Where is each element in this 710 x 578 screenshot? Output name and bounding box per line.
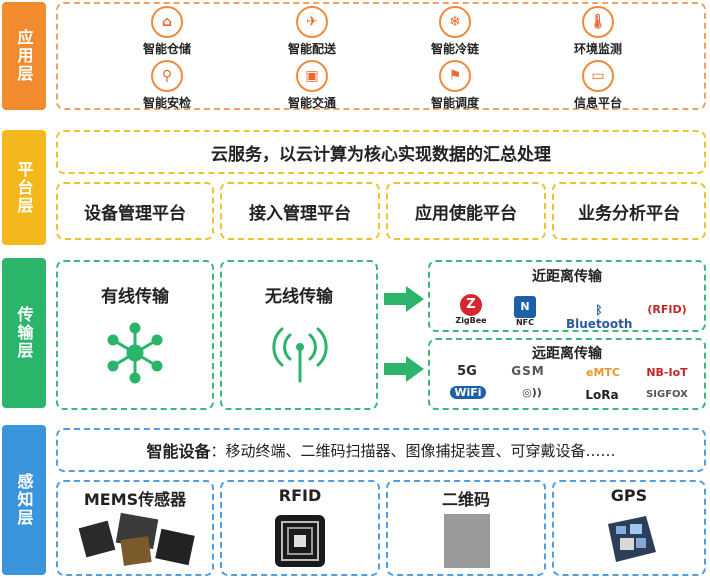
- platform-box-analytics: 业务分析平台: [552, 182, 706, 240]
- wired-box: [56, 260, 214, 410]
- app-label: 智能仓储: [142, 42, 191, 56]
- platform-box-app-enable: 应用使能平台: [386, 182, 546, 240]
- logo-label: ZigBee: [455, 316, 487, 325]
- app-label: 智能安检: [142, 96, 191, 110]
- emtc-logo: eMTC: [586, 366, 620, 379]
- warehouse-icon: ⌂: [151, 6, 183, 38]
- app-label: 环境监测: [573, 42, 622, 56]
- sensor-title: RFID: [278, 486, 322, 505]
- wired-title: 有线传输: [101, 287, 169, 307]
- bluetooth-logo: ᛒ Bluetooth: [566, 303, 632, 331]
- layer-label-transport: 传输层: [14, 306, 34, 360]
- rfid-logo: (RFID): [647, 303, 687, 316]
- wireless-box: [220, 260, 378, 410]
- sensor-title: 二维码: [441, 490, 490, 509]
- logo-label: Bluetooth: [566, 317, 633, 331]
- app-label: 智能冷链: [430, 42, 479, 56]
- nfc-logo: N NFC: [510, 296, 540, 327]
- app-label: 智能交通: [287, 96, 336, 110]
- long-range-title: 远距离传输: [532, 346, 602, 362]
- logo-label: RFID: [652, 303, 682, 316]
- signal-waves-icon: ◎)): [522, 386, 542, 399]
- smart-devices-box: 智能设备：移动终端、二维码扫描器、图像捕捉装置、可穿戴设备……: [56, 428, 706, 472]
- short-range-box: [428, 260, 706, 332]
- gsm-logo: GSM: [511, 364, 545, 378]
- sigfox-logo: SIGFOX: [646, 389, 688, 400]
- sensor-title: GPS: [610, 486, 648, 505]
- nbiot-logo: NB-IoT: [646, 366, 688, 379]
- app-item-security: ⚲ 智能安检: [117, 60, 217, 111]
- layer-tab-transport: 传输层: [2, 258, 46, 408]
- lora-logo: LoRa: [585, 388, 619, 402]
- sensor-box-mems: [56, 480, 214, 576]
- network-hub-icon: [107, 322, 163, 384]
- app-item-delivery: ✈ 智能配送: [262, 6, 362, 57]
- application-panel: [56, 2, 706, 110]
- layer-label-platform: 平台层: [14, 160, 34, 215]
- platform-box-label: 业务分析平台: [578, 203, 680, 224]
- layer-tab-sensing: 感知层: [2, 425, 46, 575]
- arrow-right-icon: [384, 286, 424, 312]
- wireless-title: 无线传输: [265, 287, 333, 307]
- app-item-warehouse: ⌂ 智能仓储: [117, 6, 217, 57]
- layer-label-sensing: 感知层: [14, 473, 34, 527]
- layer-tab-platform: 平台层: [2, 130, 46, 245]
- arrow-right-icon: [384, 356, 424, 382]
- platform-box-label: 设备管理平台: [84, 203, 186, 224]
- platform-box-device: 设备管理平台: [56, 182, 214, 240]
- 5g-logo: 5G: [457, 364, 477, 379]
- monitor-icon: ▭: [582, 60, 614, 92]
- smart-devices-label: 智能设备: [146, 442, 211, 461]
- qrcode-icon: [444, 514, 490, 568]
- app-item-cold-chain: ❄ 智能冷链: [405, 6, 505, 57]
- app-label: 智能配送: [287, 42, 336, 56]
- security-check-icon: ⚲: [151, 60, 183, 92]
- cold-chain-truck-icon: ❄: [439, 6, 471, 38]
- long-range-box: [428, 338, 706, 410]
- drone-icon: ✈: [296, 6, 328, 38]
- wifi-logo: WiFi: [450, 386, 486, 399]
- rfid-tag-icon: [275, 515, 325, 567]
- sensor-box-rfid: [220, 480, 380, 576]
- layer-label-application: 应用层: [14, 29, 34, 83]
- platform-box-access: 接入管理平台: [220, 182, 380, 240]
- short-range-title: 近距离传输: [532, 269, 602, 285]
- map-pin-icon: ⚑: [439, 60, 471, 92]
- layer-tab-application: 应用层: [2, 2, 46, 110]
- sensor-box-gps: [552, 480, 706, 576]
- mems-chip-icon: [78, 512, 195, 566]
- logo-label: NFC: [515, 318, 535, 327]
- zigbee-logo: Z ZigBee: [448, 294, 494, 325]
- thermometer-icon: 🌡: [582, 6, 614, 38]
- bluetooth-icon: ᛒ: [595, 303, 603, 317]
- app-item-traffic: ▣ 智能交通: [262, 60, 362, 111]
- sensor-box-qrcode: [386, 480, 546, 576]
- smart-devices-text: ：移动终端、二维码扫描器、图像捕捉装置、可穿戴设备……: [210, 441, 616, 460]
- app-label: 智能调度: [430, 96, 479, 110]
- gps-chip-icon: [608, 516, 656, 562]
- platform-box-label: 应用使能平台: [415, 203, 517, 224]
- cloud-service-text: 云服务，以云计算为核心实现数据的汇总处理: [211, 144, 551, 165]
- bus-icon: ▣: [296, 60, 328, 92]
- wireless-signal-icon: [272, 327, 328, 383]
- app-item-environment: 🌡 环境监测: [548, 6, 648, 57]
- platform-box-label: 接入管理平台: [249, 203, 351, 224]
- sensor-title: MEMS传感器: [83, 490, 187, 509]
- app-item-info-platform: ▭ 信息平台: [548, 60, 648, 111]
- app-item-dispatch: ⚑ 智能调度: [405, 60, 505, 111]
- app-label: 信息平台: [573, 96, 622, 110]
- cloud-service-box: 云服务，以云计算为核心实现数据的汇总处理: [56, 130, 706, 174]
